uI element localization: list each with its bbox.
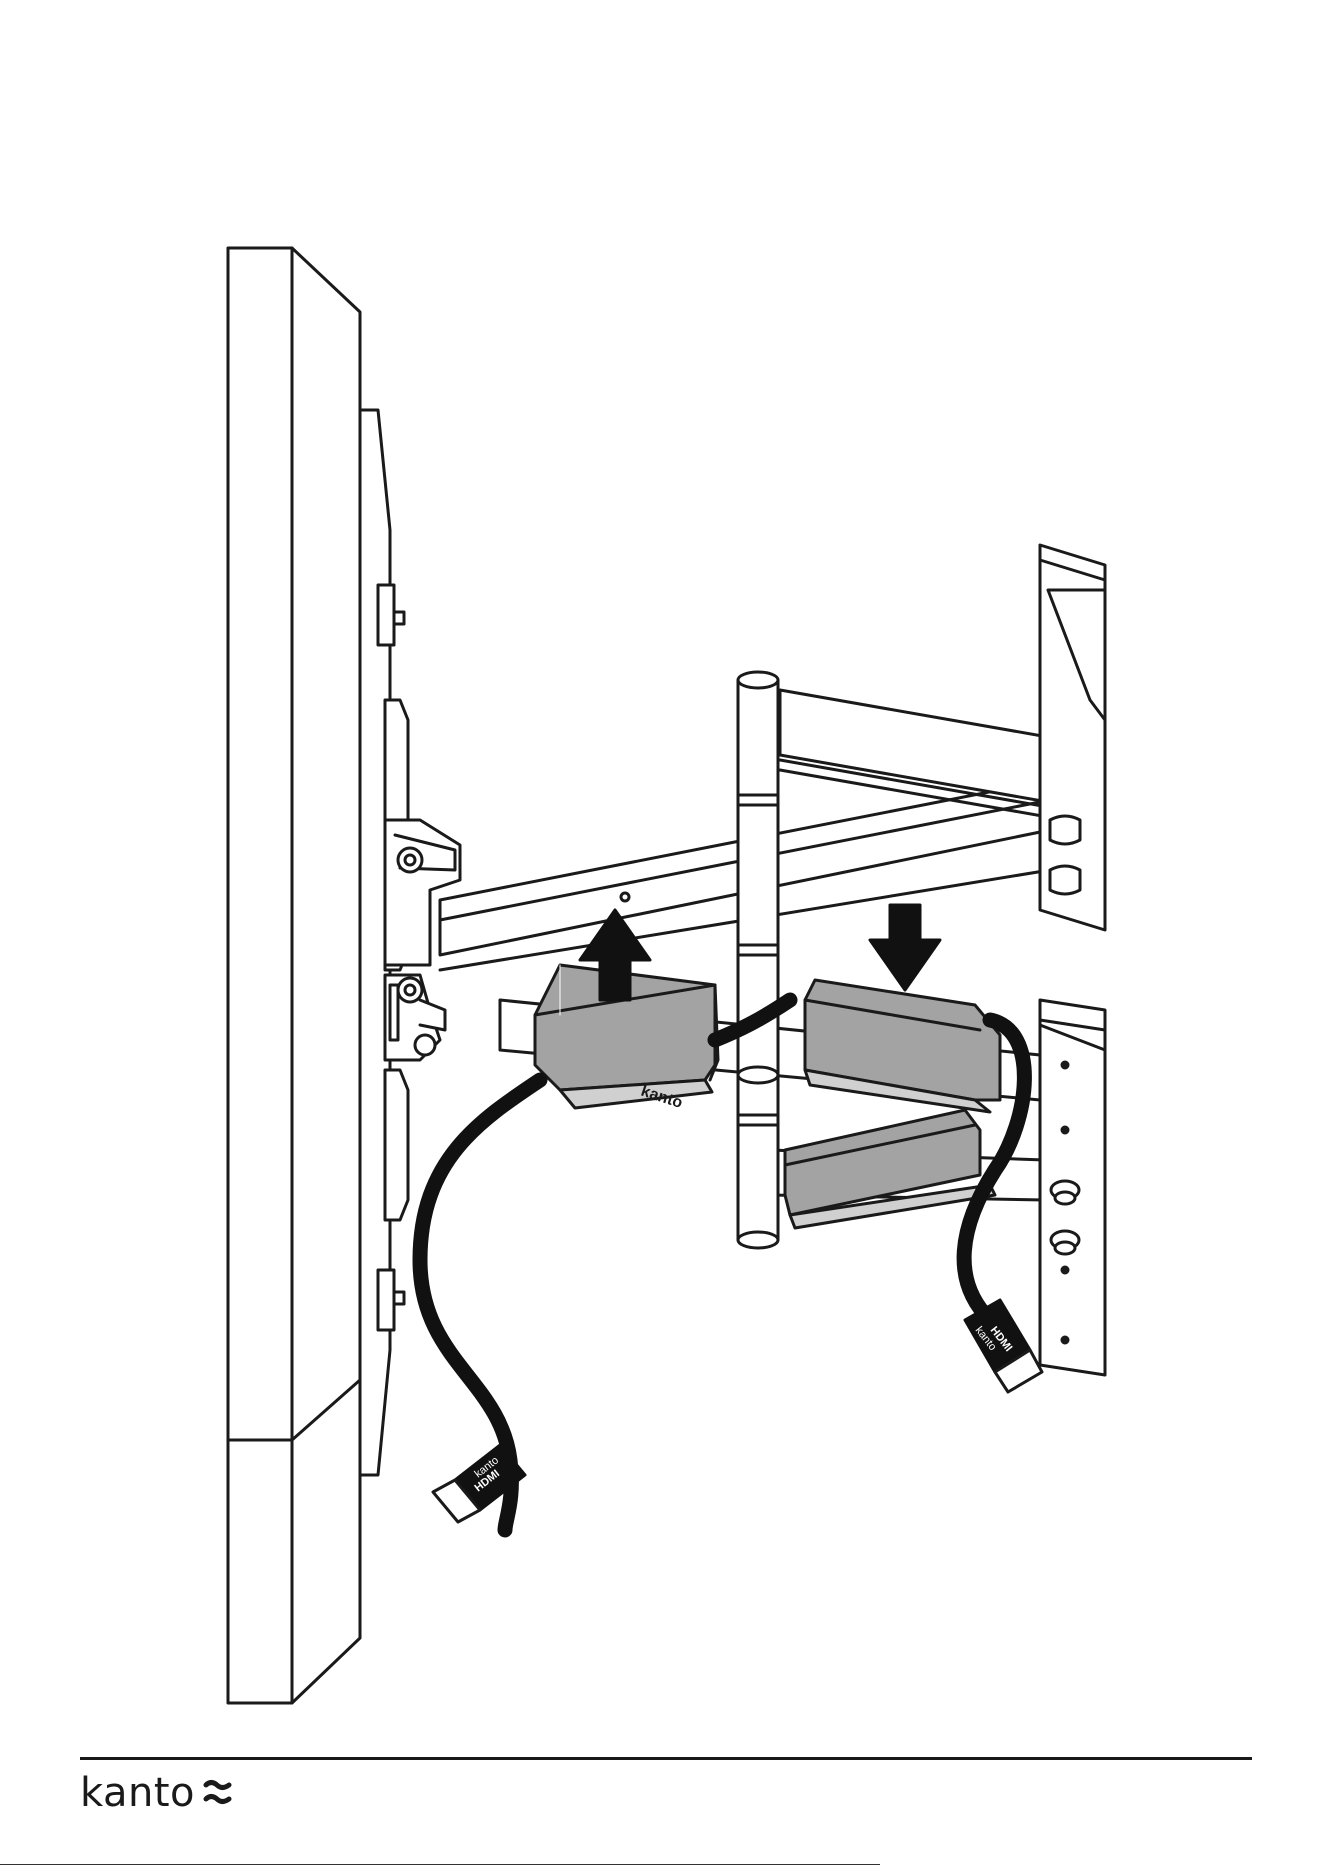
wall-plate [1040, 545, 1105, 1375]
brand-name: kanto [80, 1770, 195, 1816]
arrow-down-icon [870, 905, 940, 990]
tv-side-view [228, 248, 360, 1703]
cable-cover-lower [785, 1110, 995, 1228]
page-bottom-rule [0, 1864, 880, 1865]
kanto-logo-icon [203, 1779, 233, 1807]
footer-rule [80, 1757, 1252, 1760]
hdmi-plug-right: kanto HDMI [965, 1300, 1042, 1392]
cable-cover-right [805, 980, 1000, 1112]
footer-brand: kanto [80, 1770, 233, 1816]
